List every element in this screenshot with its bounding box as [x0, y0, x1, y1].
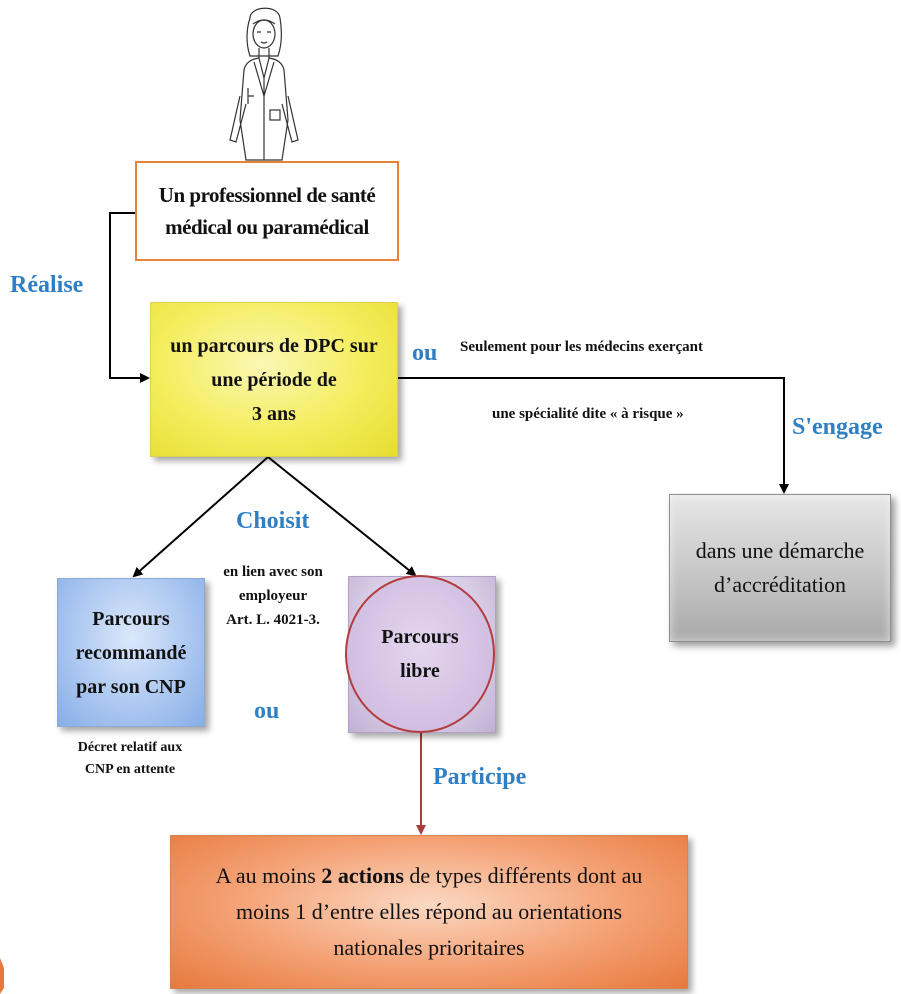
reco-line-3: par son CNP — [76, 675, 186, 698]
reco-line-1: Parcours — [92, 607, 170, 630]
employer-note: en lien avec son employeur Art. L. 4021-… — [203, 560, 343, 632]
edge-mark — [0, 958, 4, 994]
sengage-label: S'engage — [792, 414, 883, 440]
actions-count: 2 actions — [321, 863, 404, 888]
reco-line-2: recommandé — [75, 641, 187, 664]
realise-label: Réalise — [10, 272, 84, 298]
risk-specialty-note: une spécialité dite « à risque » — [492, 406, 684, 422]
actions-line-1-end: de types différents dont au — [403, 863, 643, 888]
actions-line-3: nationales prioritaires — [333, 935, 525, 960]
accr-line-2: d’accréditation — [714, 572, 846, 597]
employer-note-line-1: en lien avec son — [223, 564, 323, 580]
dpc-line-3: 3 ans — [252, 402, 296, 425]
dpc-path-box: un parcours de DPC sur une période de 3 … — [150, 302, 398, 457]
employer-note-line-3: Art. L. 4021-3. — [226, 612, 320, 628]
or-label-top: ou — [412, 340, 438, 366]
sengage-connector — [398, 377, 789, 494]
participe-label: Participe — [433, 764, 527, 790]
actions-line-2: moins 1 d’entre elles répond au orientat… — [235, 899, 623, 924]
dpc-line-2: une période de — [211, 368, 337, 391]
accreditation-box: dans une démarche d’accréditation — [669, 494, 891, 642]
physicians-only-note: Seulement pour les médecins exerçant — [460, 339, 704, 355]
pro-line-2: médical ou paramédical — [165, 215, 369, 239]
actions-box: A au moins 2 actions de types différents… — [170, 835, 688, 989]
or-label-bottom: ou — [254, 698, 280, 724]
realise-connector — [109, 212, 150, 383]
free-path-label: Parcours libre — [345, 575, 495, 733]
recommended-path-box: Parcours recommandé par son CNP — [57, 578, 205, 727]
decree-note: Décret relatif aux CNP en attente — [55, 737, 205, 781]
pro-line-1: Un professionnel de santé — [158, 183, 376, 207]
choisit-right-connector — [267, 456, 417, 577]
actions-line-1-start: A au moins — [215, 863, 322, 888]
libre-line-1: Parcours — [381, 626, 459, 648]
free-path-ellipse — [345, 575, 495, 733]
dpc-line-1: un parcours de DPC sur — [170, 334, 378, 357]
actions-line-1: A au moins 2 actions de types différents… — [216, 858, 643, 894]
decree-note-line-2: CNP en attente — [84, 762, 176, 777]
health-professional-box: Un professionnel de santé médical ou par… — [135, 161, 399, 261]
choisit-left-connector — [132, 456, 269, 578]
libre-line-2: libre — [400, 660, 440, 682]
decree-note-line-1: Décret relatif aux — [77, 740, 183, 755]
employer-note-line-2: employeur — [238, 588, 308, 604]
choisit-label: Choisit — [236, 508, 310, 534]
health-professional-icon — [229, 7, 299, 161]
accr-line-1: dans une démarche — [695, 538, 865, 563]
